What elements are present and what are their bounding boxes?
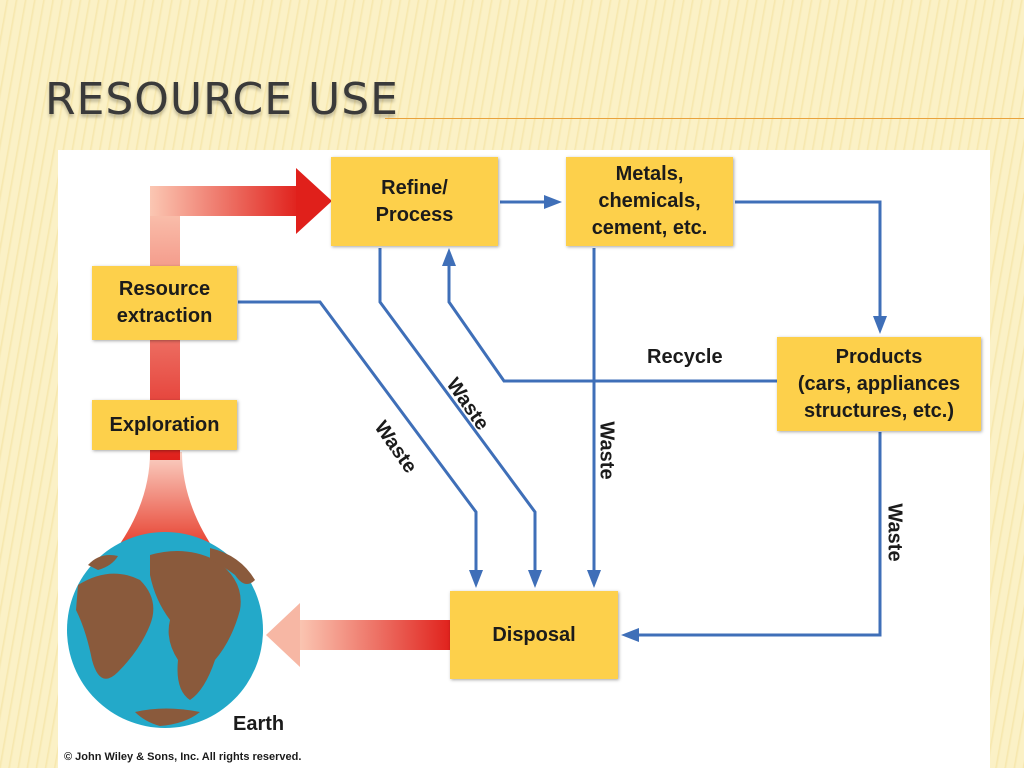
extraction-right-arrow-shaft bbox=[150, 186, 300, 216]
recycle-line bbox=[447, 262, 777, 383]
extraction-right-arrow-head bbox=[296, 168, 332, 234]
copyright-notice: © John Wiley & Sons, Inc. All rights res… bbox=[64, 751, 302, 763]
products-waste-line bbox=[637, 432, 882, 637]
earth-globe bbox=[67, 532, 263, 728]
metals-to-products-line bbox=[735, 200, 882, 320]
metals-chemicals-label: Metals, chemicals, cement, etc. bbox=[591, 163, 708, 239]
disposal-box: Disposal bbox=[450, 591, 618, 679]
waste-label-products: Waste bbox=[883, 503, 906, 562]
exploration-box: Exploration bbox=[92, 400, 237, 450]
earth-beam bbox=[112, 452, 218, 555]
exploration-label: Exploration bbox=[109, 413, 220, 436]
disposal-earth-arrow-shaft bbox=[298, 620, 452, 650]
slide-title: RESOURCE USE bbox=[45, 74, 399, 125]
products-label: Products (cars, appliances structures, e… bbox=[797, 345, 961, 422]
refine-waste-arrowhead bbox=[528, 570, 542, 588]
refine-to-metals-arrowhead bbox=[544, 195, 562, 209]
metals-chemicals-box: Metals, chemicals, cement, etc. bbox=[566, 157, 733, 246]
flow-arrowheads bbox=[442, 195, 887, 642]
products-waste-arrowhead bbox=[621, 628, 639, 642]
earth-label: Earth bbox=[233, 713, 285, 735]
disposal-label: Disposal bbox=[492, 623, 576, 646]
metals-waste-arrowhead bbox=[587, 570, 601, 588]
extraction-waste-line bbox=[238, 300, 478, 572]
disposal-earth-arrow-head bbox=[266, 603, 300, 667]
refine-waste-line bbox=[378, 248, 537, 572]
refine-process-box: Refine/ Process bbox=[331, 157, 498, 246]
title-underline bbox=[385, 118, 1024, 119]
metals-to-products-arrowhead bbox=[873, 316, 887, 334]
products-box: Products (cars, appliances structures, e… bbox=[777, 337, 981, 431]
recycle-arrowhead bbox=[442, 248, 456, 266]
refine-process-label: Refine/ Process bbox=[375, 176, 454, 226]
waste-label-metals: Waste bbox=[595, 421, 618, 480]
extraction-waste-arrowhead bbox=[469, 570, 483, 588]
resource-extraction-label: Resource extraction bbox=[116, 278, 213, 327]
resource-extraction-box: Resource extraction bbox=[92, 266, 237, 340]
recycle-label: Recycle bbox=[647, 346, 723, 368]
flow-lines bbox=[238, 200, 882, 637]
